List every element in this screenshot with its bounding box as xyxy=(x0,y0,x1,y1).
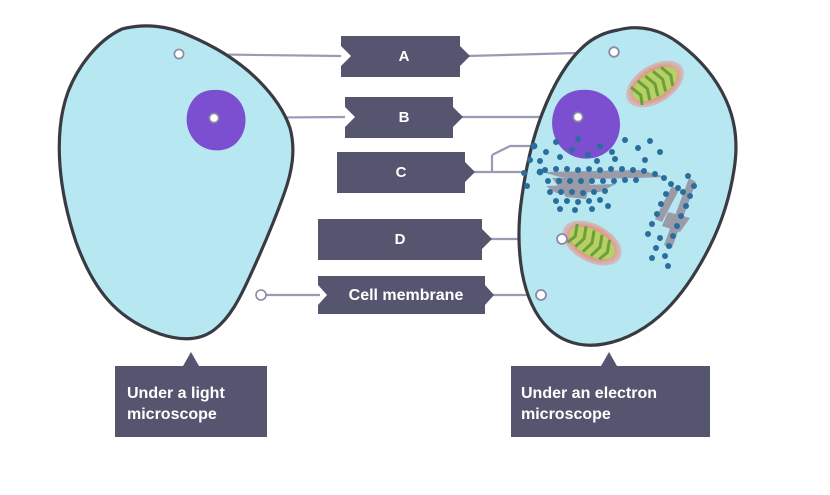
caption-right-box[interactable] xyxy=(511,352,710,437)
connector-dot-right-membrane[interactable] xyxy=(535,289,547,301)
rough-endoplasmic-reticulum-right[interactable] xyxy=(645,173,697,269)
right-cell-group xyxy=(517,26,738,347)
label-a-text: A xyxy=(399,48,410,65)
connector-dot-right-cytoplasm[interactable] xyxy=(608,46,620,58)
connector-dot-right-nucleus[interactable] xyxy=(572,111,584,123)
caption-left-line1: Under a light xyxy=(127,385,225,402)
mitochondrion-cristae xyxy=(630,66,675,106)
label-b-text: B xyxy=(399,109,410,126)
connector-dot-right-mitochondrion[interactable] xyxy=(556,233,568,245)
caption-right-microscope[interactable]: Under an electron microscope xyxy=(511,352,710,437)
connector-dot-left-nucleus[interactable] xyxy=(208,112,220,124)
label-cell-membrane-text: Cell membrane xyxy=(349,287,464,304)
label-d[interactable]: D xyxy=(318,219,492,260)
label-b[interactable]: B xyxy=(345,97,463,138)
connector-dot-left-membrane[interactable] xyxy=(255,289,267,301)
label-c[interactable]: C xyxy=(337,152,475,193)
mitochondrion-lower[interactable] xyxy=(555,211,629,275)
label-a-box[interactable] xyxy=(341,36,470,77)
er-membrane-sheet-1 xyxy=(542,170,666,179)
caption-left-box[interactable] xyxy=(115,352,267,437)
caption-right-line1: Under an electron xyxy=(521,385,657,402)
caption-right-line2: microscope xyxy=(521,406,611,423)
connector-dot-left-cytoplasm[interactable] xyxy=(173,48,185,60)
mitochondrion-upper[interactable] xyxy=(618,51,692,117)
er-membrane-diagonal-2 xyxy=(655,186,679,222)
label-d-text: D xyxy=(395,231,406,248)
label-d-box[interactable] xyxy=(318,219,492,260)
label-cell-membrane-box[interactable] xyxy=(318,276,494,314)
caption-left-line2: microscope xyxy=(127,406,217,423)
caption-left-microscope[interactable]: Under a light microscope xyxy=(115,352,267,437)
label-c-box[interactable] xyxy=(337,152,475,193)
ribosomes-on-er-right xyxy=(645,173,697,269)
ribosomes-on-er xyxy=(542,166,667,205)
right-cell-nucleus[interactable] xyxy=(552,89,620,159)
rough-endoplasmic-reticulum-central[interactable] xyxy=(542,166,667,205)
left-cell-group xyxy=(57,24,295,341)
leader-c-branch-diag xyxy=(491,145,511,156)
mitochondrion-cristae-2 xyxy=(566,223,612,261)
connector-dot-right-ribosome[interactable] xyxy=(530,142,538,150)
free-ribosomes xyxy=(521,136,663,213)
label-cell-membrane[interactable]: Cell membrane xyxy=(318,276,494,314)
label-c-text: C xyxy=(396,164,407,181)
connector-dot-right-er[interactable] xyxy=(536,168,544,176)
label-b-box[interactable] xyxy=(345,97,463,138)
label-a[interactable]: A xyxy=(341,36,470,77)
